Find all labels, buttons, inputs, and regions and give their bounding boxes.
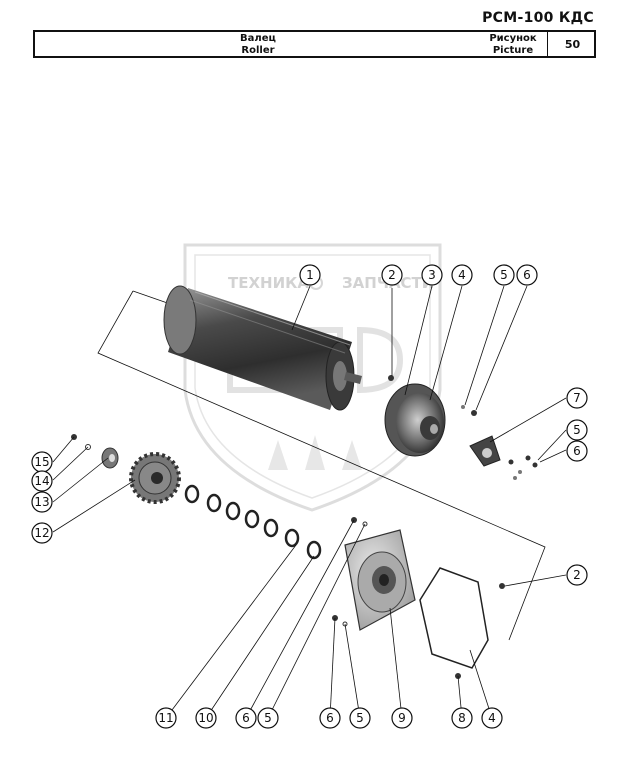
- callout-c4b: 4: [481, 707, 503, 729]
- header-table: Валец Roller Рисунок Picture 50: [33, 30, 596, 58]
- picture-label-cell: Рисунок Picture: [481, 32, 545, 56]
- svg-text:9: 9: [398, 711, 406, 725]
- callout-c9: 9: [391, 707, 413, 729]
- callout-c13: 13: [31, 491, 53, 513]
- callout-c10: 10: [195, 707, 217, 729]
- spacer-rings: [184, 484, 322, 560]
- svg-text:6: 6: [242, 711, 250, 725]
- bearing-housing-right: [384, 383, 446, 457]
- callout-c1: 1: [299, 264, 321, 286]
- svg-text:15: 15: [34, 455, 49, 469]
- callout-c5a: 5: [493, 264, 515, 286]
- svg-text:11: 11: [158, 711, 173, 725]
- svg-text:5: 5: [264, 711, 272, 725]
- svg-text:10: 10: [198, 711, 213, 725]
- callout-c3: 3: [421, 264, 443, 286]
- callout-c5d: 5: [349, 707, 371, 729]
- svg-text:8: 8: [458, 711, 466, 725]
- bearing-flange-small: [469, 435, 501, 467]
- svg-text:2: 2: [573, 568, 581, 582]
- title-en: Roller: [241, 45, 275, 56]
- callout-c11: 11: [155, 707, 177, 729]
- callout-c2b: 2: [566, 564, 588, 586]
- svg-text:13: 13: [34, 495, 49, 509]
- callout-leaders: [52, 285, 567, 719]
- callout-c7: 7: [566, 387, 588, 409]
- sprocket: [129, 452, 181, 504]
- svg-text:6: 6: [573, 444, 581, 458]
- callout-c6d: 6: [319, 707, 341, 729]
- picture-label-en: Picture: [492, 45, 534, 56]
- picture-number: 50: [564, 38, 581, 51]
- callout-c5c: 5: [257, 707, 279, 729]
- callout-c8: 8: [451, 707, 473, 729]
- callout-c15: 15: [31, 451, 53, 473]
- svg-text:7: 7: [573, 391, 581, 405]
- svg-text:4: 4: [458, 268, 466, 282]
- title-cell: Валец Roller: [35, 32, 481, 56]
- picture-number-cell: 50: [547, 32, 597, 56]
- svg-text:12: 12: [34, 526, 49, 540]
- svg-text:5: 5: [573, 423, 581, 437]
- svg-text:6: 6: [326, 711, 334, 725]
- roller-body: [163, 285, 362, 411]
- svg-text:3: 3: [428, 268, 436, 282]
- svg-text:14: 14: [34, 474, 49, 488]
- svg-text:1: 1: [306, 268, 314, 282]
- title-ru: Валец: [240, 33, 276, 44]
- callout-c6a: 6: [516, 264, 538, 286]
- callout-c2a: 2: [381, 264, 403, 286]
- svg-text:2: 2: [388, 268, 396, 282]
- callout-c4a: 4: [451, 264, 473, 286]
- svg-text:5: 5: [500, 268, 508, 282]
- bearing-plate-left: [344, 529, 416, 631]
- gasket-plate: [419, 567, 489, 669]
- svg-text:4: 4: [488, 711, 496, 725]
- spacer-hub: [101, 447, 119, 469]
- callout-c6c: 6: [235, 707, 257, 729]
- svg-text:5: 5: [356, 711, 364, 725]
- model-title: РСМ-100 КДС: [482, 10, 594, 26]
- callout-c14: 14: [31, 470, 53, 492]
- picture-label-ru: Рисунок: [489, 33, 537, 44]
- callout-c6b: 6: [566, 440, 588, 462]
- callout-c5b: 5: [566, 419, 588, 441]
- svg-text:6: 6: [523, 268, 531, 282]
- callout-c12: 12: [31, 522, 53, 544]
- watermark-left-word: ТЕХНИКА: [228, 274, 309, 292]
